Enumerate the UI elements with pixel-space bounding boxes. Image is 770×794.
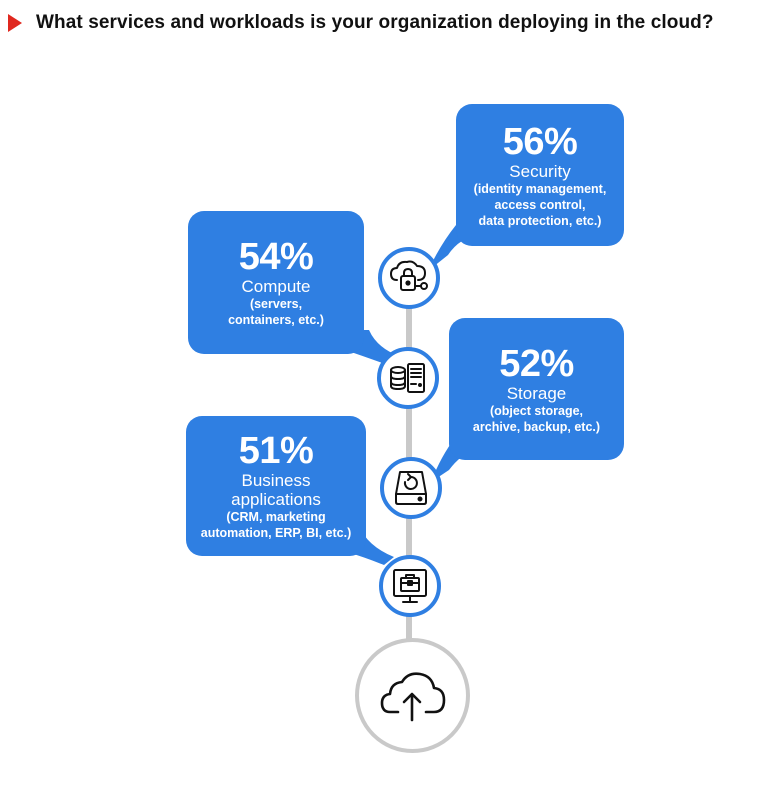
business-detail-1: (CRM, marketing bbox=[226, 510, 326, 524]
compute-label: Compute bbox=[241, 277, 311, 296]
briefcase-monitor-icon bbox=[393, 569, 427, 603]
storage-node bbox=[380, 457, 442, 519]
cloud-upload-node bbox=[355, 638, 470, 753]
header: What services and workloads is your orga… bbox=[8, 10, 714, 36]
business-percent: 51% bbox=[238, 430, 314, 472]
storage-detail-1: (object storage, bbox=[489, 403, 584, 418]
business-node bbox=[379, 555, 441, 617]
security-detail-1: (identity management, bbox=[473, 181, 607, 196]
compute-detail-1: (servers, bbox=[249, 297, 303, 311]
bubble-compute: 54% Compute (servers, containers, etc.) bbox=[188, 211, 364, 354]
hard-drive-backup-icon bbox=[395, 471, 427, 505]
business-label: Business applications bbox=[231, 471, 321, 509]
security-detail-2: access control, bbox=[494, 197, 586, 212]
bubble-storage: 52% Storage (object storage, archive, ba… bbox=[449, 318, 624, 460]
compute-percent: 54% bbox=[238, 236, 314, 278]
bubble-security: 56% Security (identity management, acces… bbox=[456, 104, 624, 246]
security-percent: 56% bbox=[502, 120, 578, 163]
security-label: Security bbox=[509, 161, 571, 181]
business-detail-2: automation, ERP, BI, etc.) bbox=[200, 526, 352, 540]
cloud-key-icon bbox=[390, 260, 428, 291]
compute-node bbox=[377, 347, 439, 409]
bubble-business-applications: 51% Business applications (CRM, marketin… bbox=[186, 416, 366, 556]
compute-detail-2: containers, etc.) bbox=[228, 313, 324, 327]
storage-percent: 52% bbox=[499, 342, 574, 385]
cloud-upload-icon bbox=[380, 671, 445, 721]
page-title: What services and workloads is your orga… bbox=[36, 12, 714, 33]
play-marker-icon bbox=[8, 14, 22, 32]
security-node bbox=[378, 247, 440, 309]
server-database-icon bbox=[390, 363, 425, 393]
storage-detail-2: archive, backup, etc.) bbox=[472, 419, 601, 434]
security-detail-3: data protection, etc.) bbox=[478, 213, 602, 228]
storage-label: Storage bbox=[506, 383, 567, 403]
